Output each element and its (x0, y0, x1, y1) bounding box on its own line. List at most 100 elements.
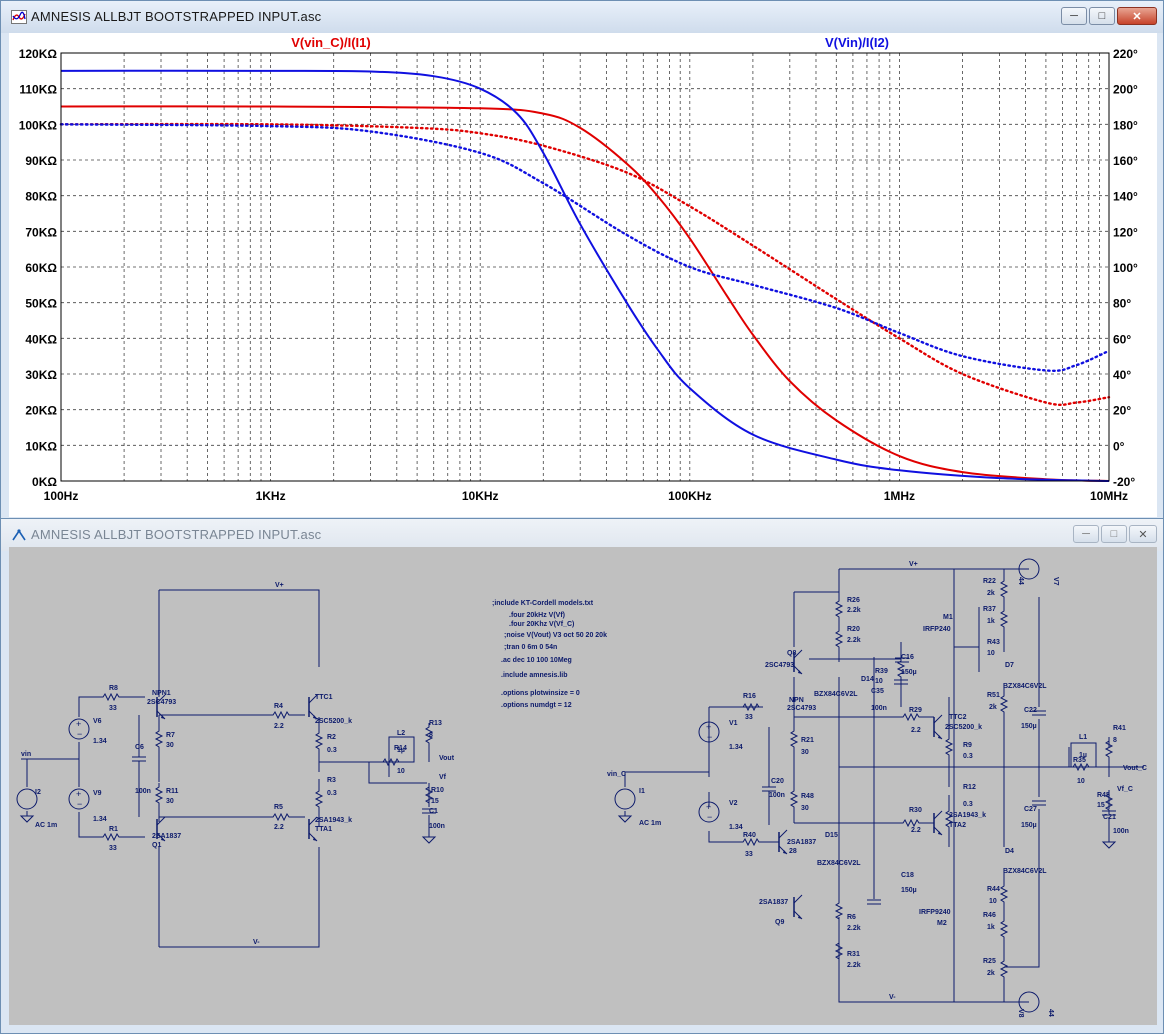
label-R6-val: 2.2k (847, 925, 861, 932)
label-I2: I2 (35, 789, 41, 796)
label-V8-val: 44 (1047, 1009, 1054, 1017)
label-R8-val: 33 (109, 705, 117, 712)
label-R48: R48 (801, 793, 814, 800)
label-I1-val: AC 1m (639, 820, 661, 827)
y-tick-label-right: 80° (1113, 297, 1131, 311)
label-R14: R14 (394, 745, 407, 752)
label-R40-val: 33 (745, 851, 753, 858)
label-Q9: Q9 (775, 919, 784, 926)
label-R3: R3 (327, 777, 336, 784)
spice-directive[interactable]: .four 20kHz V(Vf) (509, 612, 565, 619)
spice-directive[interactable]: .include amnesis.lib (501, 672, 568, 679)
label-C35-val: 100n (871, 705, 887, 712)
label-M2: M2 (937, 920, 947, 927)
label-R40: R40 (743, 832, 756, 839)
label-R4: R4 (274, 703, 283, 710)
spice-directive[interactable]: .four 20Khz V(Vf_C) (509, 621, 574, 628)
schematic-window-title: AMNESIS ALLBJT BOOTSTRAPPED INPUT.asc (31, 527, 322, 542)
label-R16-val: 33 (745, 714, 753, 721)
label-D15-type: BZX84C6V2L (817, 860, 861, 867)
label-vin: vin (21, 751, 31, 758)
label-C16: C16 (901, 654, 914, 661)
y-tick-label-right: 160° (1113, 154, 1138, 168)
label-R10: R10 (431, 787, 444, 794)
label-R7: R7 (166, 732, 175, 739)
label-M1-type: IRFP240 (923, 626, 951, 633)
label-vout-c: Vout_C (1123, 765, 1147, 772)
label-R5: R5 (274, 804, 283, 811)
label-R20: R20 (847, 626, 860, 633)
spice-directive[interactable]: .ac dec 10 100 10Meg (501, 657, 572, 664)
label-V7-val: 44 (1017, 577, 1024, 585)
y-tick-label-left: 60KΩ (25, 261, 57, 275)
y-tick-label-right: 200° (1113, 83, 1138, 97)
label-V1: V1 (729, 720, 738, 727)
label-R43-val: 10 (987, 650, 995, 657)
y-tick-label-left: 70KΩ (25, 225, 57, 239)
label-28-type: 2SA1837 (787, 839, 816, 846)
label-L2-val: 1µ (397, 747, 405, 754)
y-tick-label-left: 0KΩ (32, 475, 57, 489)
y-tick-label-left: 90KΩ (25, 154, 57, 168)
label-R11-val: 30 (166, 798, 174, 805)
label-R2-val: 0.3 (327, 747, 337, 754)
x-tick-label: 10MHz (1090, 489, 1128, 503)
schematic-window-titlebar[interactable]: AMNESIS ALLBJT BOOTSTRAPPED INPUT.asc ─ … (1, 519, 1163, 551)
right-circuit-labels: V+ V- vin_C Vout_C Vf_C I1 AC 1m V1 1.34… (607, 561, 1147, 1018)
label-V2-val: 1.34 (729, 824, 743, 831)
label-R51-val: 2k (989, 704, 997, 711)
label-V8: V8 (1017, 1009, 1024, 1018)
label-28: 28 (789, 848, 797, 855)
close-button[interactable]: ✕ (1117, 7, 1157, 25)
label-TTC2-type: 2SC5200_k (945, 724, 982, 731)
plot-window[interactable]: AMNESIS ALLBJT BOOTSTRAPPED INPUT.asc ─ … (0, 0, 1164, 520)
minimize-button[interactable]: ─ (1061, 7, 1087, 25)
schematic-window[interactable]: AMNESIS ALLBJT BOOTSTRAPPED INPUT.asc ─ … (0, 518, 1164, 1034)
trace-label-vin-c[interactable]: V(vin_C)/I(I1) (291, 35, 370, 50)
schematic-close-button[interactable]: ✕ (1129, 525, 1157, 543)
label-M2-type: IRFP9240 (919, 909, 951, 916)
label-TTA2: TTA2 (949, 822, 966, 829)
label-R30-val: 2.2 (911, 827, 921, 834)
spice-directive[interactable]: .options plotwinsize = 0 (501, 690, 580, 697)
spice-directives[interactable]: ;include KT-Cordell models.txt .four 20kH… (492, 600, 607, 709)
schematic-drawing[interactable]: +− (9, 547, 1157, 1025)
spice-directive[interactable]: ;noise V(Vout) V3 oct 50 20 20k (504, 632, 607, 639)
trace-label-vin[interactable]: V(Vin)/I(I2) (825, 35, 889, 50)
schematic-canvas[interactable]: +− (9, 547, 1157, 1025)
label-R25: R25 (983, 958, 996, 965)
label-vin-c: vin_C (607, 771, 626, 778)
maximize-button[interactable]: □ (1089, 7, 1115, 25)
spice-directive[interactable]: .options numdgt = 12 (501, 702, 572, 709)
label-C27-val: 150µ (1021, 822, 1037, 829)
label-C6: C6 (135, 744, 144, 751)
y-tick-label-right: 20° (1113, 404, 1131, 418)
y-tick-label-right: 0° (1113, 439, 1125, 453)
label-R9: R9 (963, 742, 972, 749)
label-V9: V9 (93, 790, 102, 797)
y-tick-label-right: 100° (1113, 261, 1138, 275)
label-C35: C35 (871, 688, 884, 695)
label-vout: Vout (439, 755, 455, 762)
schematic-maximize-button[interactable]: □ (1101, 525, 1127, 543)
label-R22: R22 (983, 578, 996, 585)
label-NPN-type: 2SC4793 (787, 705, 816, 712)
label-R11: R11 (166, 788, 179, 795)
spice-directive[interactable]: ;include KT-Cordell models.txt (492, 600, 594, 607)
schematic-minimize-button[interactable]: ─ (1073, 525, 1099, 543)
spice-directive[interactable]: ;tran 0 6m 0 54n (504, 644, 557, 651)
label-vf-c: Vf_C (1117, 786, 1133, 793)
label-R14-val: 10 (397, 768, 405, 775)
label-Q1: Q1 (152, 842, 161, 849)
label-C27: C27 (1024, 806, 1037, 813)
label-D14-type: BZX84C6V2L (814, 691, 858, 698)
label-Q9-type: 2SA1837 (759, 899, 788, 906)
label-R7-val: 30 (166, 742, 174, 749)
label-C21: C21 (1103, 814, 1116, 821)
label-R30: R30 (909, 807, 922, 814)
bode-plot[interactable]: 0KΩ10KΩ20KΩ30KΩ40KΩ50KΩ60KΩ70KΩ80KΩ90KΩ1… (9, 33, 1157, 517)
waveform-app-icon (11, 10, 27, 24)
plot-window-titlebar[interactable]: AMNESIS ALLBJT BOOTSTRAPPED INPUT.asc ─ … (1, 1, 1163, 33)
